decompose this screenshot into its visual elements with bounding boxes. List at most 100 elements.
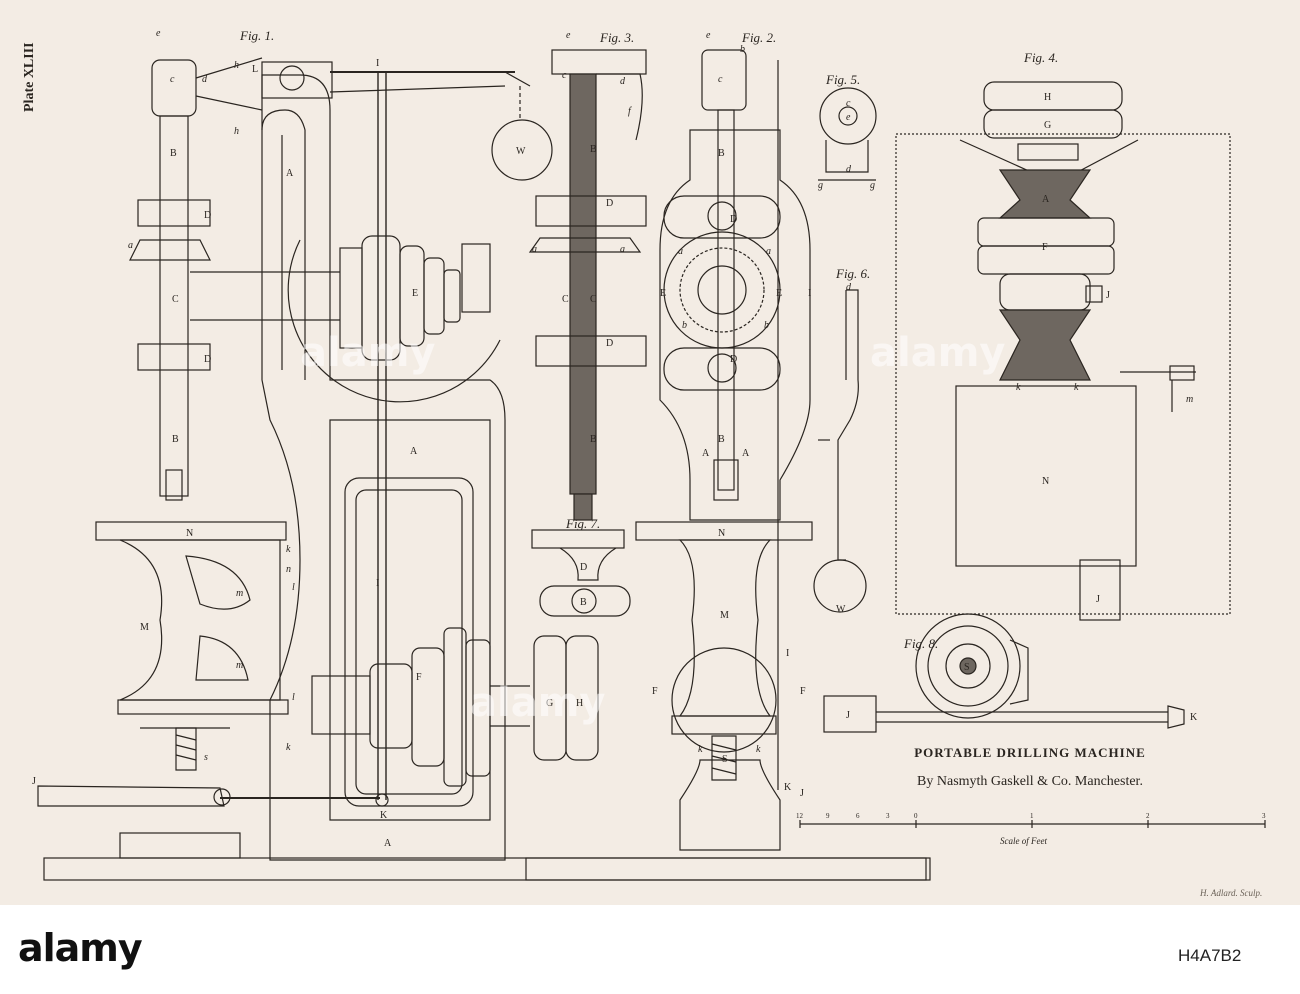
- scale-tick: 0: [914, 812, 918, 820]
- letter-g: g: [870, 180, 875, 191]
- part-letters: A A A A A A B B B B B B B C C C D D D D …: [32, 28, 1198, 849]
- letter-A: A: [702, 448, 710, 459]
- image-id: H4A7B2: [1178, 946, 1242, 965]
- scale-tick: 6: [856, 812, 860, 820]
- letter-D: D: [606, 338, 613, 349]
- letter-l: l: [292, 692, 295, 703]
- letter-D: D: [580, 562, 587, 573]
- letter-S: S: [722, 754, 728, 765]
- alamy-logo[interactable]: alamy: [18, 926, 143, 970]
- letter-D: D: [204, 210, 211, 221]
- letter-N: N: [1042, 476, 1049, 487]
- letter-k: k: [286, 742, 291, 753]
- scale-label: Scale of Feet: [1000, 836, 1047, 846]
- letter-D: D: [730, 214, 737, 225]
- letter-s: s: [204, 752, 208, 763]
- letter-F: F: [652, 686, 658, 697]
- letter-C: C: [562, 294, 569, 305]
- fig7-bearing: [531, 529, 631, 617]
- stock-footer: [0, 905, 1300, 994]
- engraver-credit: H. Adlard. Sculp.: [1200, 888, 1263, 898]
- letter-g: g: [818, 180, 823, 191]
- scale-bar: [799, 820, 1266, 828]
- letter-W: W: [836, 604, 846, 615]
- letter-M: M: [140, 622, 149, 633]
- fig5-label: Fig. 5.: [825, 72, 860, 87]
- letter-m: m: [1186, 394, 1193, 405]
- letter-I: I: [786, 648, 789, 659]
- letter-m: m: [236, 588, 243, 599]
- letter-n: n: [286, 564, 291, 575]
- plate-number: Plate XLIII: [22, 42, 37, 112]
- letter-J: J: [800, 788, 804, 799]
- fig3-section: [528, 49, 647, 521]
- fig3-label: Fig. 3.: [599, 30, 634, 45]
- letter-B: B: [172, 434, 179, 445]
- letter-N: N: [186, 528, 193, 539]
- letter-c: c: [562, 70, 567, 81]
- letter-A: A: [286, 168, 294, 179]
- letter-d: d: [202, 74, 208, 85]
- engraved-plate: [0, 0, 1300, 905]
- letter-D: D: [730, 354, 737, 365]
- letter-E: E: [776, 288, 782, 299]
- fig6-lever: [813, 289, 867, 613]
- letter-D: D: [606, 198, 613, 209]
- fig2-label: Fig. 2.: [741, 30, 776, 45]
- letter-k: k: [286, 544, 291, 555]
- letter-N: N: [718, 528, 725, 539]
- letter-E: E: [412, 288, 418, 299]
- letter-I: I: [808, 288, 811, 299]
- fig4-label: Fig. 4.: [1023, 50, 1058, 65]
- letter-a: a: [128, 240, 133, 251]
- fig6-label: Fig. 6.: [835, 266, 870, 281]
- letter-H: H: [576, 698, 583, 709]
- letter-K: K: [784, 782, 792, 793]
- letter-J: J: [846, 710, 850, 721]
- fig5-detail: [818, 87, 877, 181]
- letter-M: M: [720, 610, 729, 621]
- fig8-ratchet: [823, 613, 1185, 733]
- letter-a: a: [532, 244, 537, 255]
- letter-A: A: [742, 448, 750, 459]
- letter-c: c: [170, 74, 175, 85]
- fig1-side-elevation: [37, 57, 931, 881]
- letter-a: a: [620, 244, 625, 255]
- letter-K: K: [1190, 712, 1198, 723]
- plate-subtitle: By Nasmyth Gaskell & Co. Manchester.: [917, 774, 1143, 789]
- letter-b: b: [682, 320, 687, 331]
- letter-f: f: [628, 106, 632, 117]
- letter-e: e: [706, 30, 711, 41]
- letter-e: e: [566, 30, 571, 41]
- letter-E: E: [660, 288, 666, 299]
- letter-J: J: [1096, 594, 1100, 605]
- letter-F: F: [800, 686, 806, 697]
- letter-l: l: [292, 582, 295, 593]
- letter-L: L: [252, 64, 258, 75]
- letter-a: a: [766, 246, 771, 257]
- letter-B: B: [590, 144, 597, 155]
- letter-D: D: [204, 354, 211, 365]
- watermark: alamy: [470, 680, 606, 726]
- letter-C: C: [172, 294, 179, 305]
- letter-J: J: [1106, 290, 1110, 301]
- letter-C: C: [590, 294, 597, 305]
- letter-m: m: [236, 660, 243, 671]
- letter-S: S: [964, 662, 970, 673]
- letter-k: k: [1074, 382, 1079, 393]
- scale-tick: 12: [796, 812, 804, 820]
- letter-e: e: [156, 28, 161, 39]
- letter-K: K: [380, 810, 388, 821]
- scale-tick: 9: [826, 812, 830, 820]
- letter-B: B: [718, 148, 725, 159]
- letter-G: G: [546, 698, 553, 709]
- scale-tick: 1: [1030, 812, 1034, 820]
- letter-d: d: [620, 76, 626, 87]
- letter-B: B: [170, 148, 177, 159]
- watermark: alamy: [870, 330, 1006, 376]
- fig8-label: Fig. 8.: [903, 636, 938, 651]
- fig1-label: Fig. 1.: [239, 28, 274, 43]
- fig4-plan: [895, 81, 1231, 621]
- letter-F: F: [1042, 242, 1048, 253]
- scale-tick: 3: [1262, 812, 1266, 820]
